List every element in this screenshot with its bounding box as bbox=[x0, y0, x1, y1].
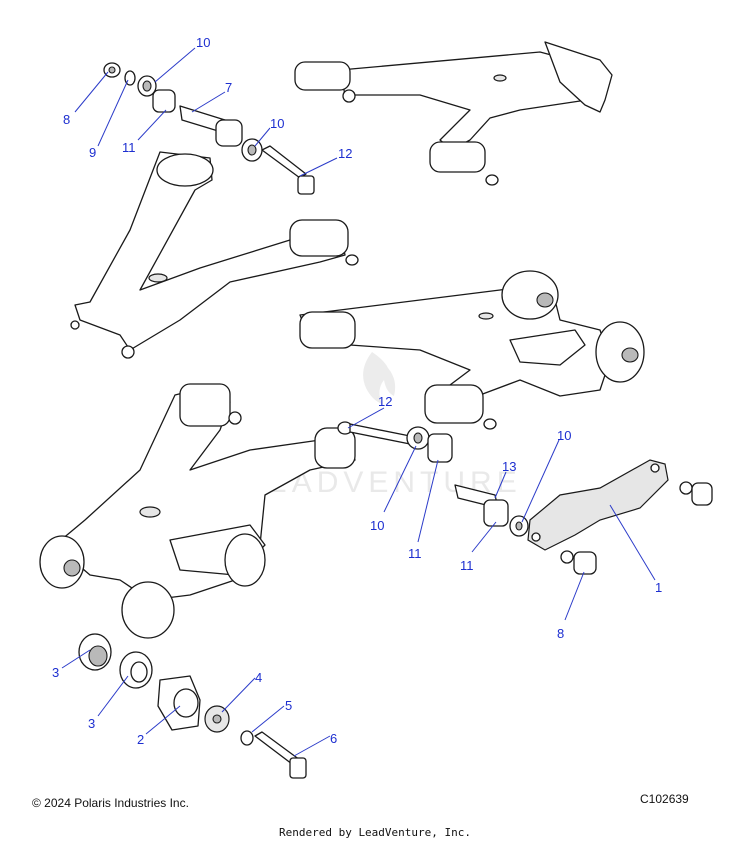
leader-lines bbox=[61, 47, 656, 757]
lower-a-arm-right[interactable] bbox=[299, 270, 645, 430]
callout-3: 3 bbox=[88, 716, 95, 731]
callout-10: 10 bbox=[370, 518, 384, 533]
upper-a-arm-top[interactable] bbox=[294, 41, 613, 186]
callout-3: 3 bbox=[52, 665, 59, 680]
mounting-plate[interactable] bbox=[527, 459, 669, 551]
hardware-bottom[interactable] bbox=[78, 633, 307, 779]
callout-2: 2 bbox=[137, 732, 144, 747]
callout-13: 13 bbox=[502, 459, 516, 474]
callout-7: 7 bbox=[225, 80, 232, 95]
hardware-right[interactable] bbox=[560, 481, 713, 575]
rendered-by-text: Rendered by LeadVenture, Inc. bbox=[278, 826, 472, 839]
lower-a-arm-left[interactable] bbox=[39, 383, 356, 639]
upper-a-arm-left[interactable] bbox=[70, 151, 359, 359]
copyright-text: © 2024 Polaris Industries Inc. bbox=[32, 796, 189, 810]
diagram-id: C102639 bbox=[640, 792, 689, 806]
callout-10: 10 bbox=[557, 428, 571, 443]
callout-11: 11 bbox=[460, 558, 474, 573]
callout-5: 5 bbox=[285, 698, 292, 713]
callout-4: 4 bbox=[255, 670, 262, 685]
callouts: 10 8 9 7 11 10 12 12 13 10 10 11 11 1 8 … bbox=[52, 35, 662, 747]
callout-1: 1 bbox=[655, 580, 662, 595]
callout-6: 6 bbox=[330, 731, 337, 746]
callout-8: 8 bbox=[557, 626, 564, 641]
callout-12: 12 bbox=[338, 146, 352, 161]
callout-11: 11 bbox=[408, 546, 422, 561]
callout-8: 8 bbox=[63, 112, 70, 127]
callout-10: 10 bbox=[196, 35, 210, 50]
callout-11: 11 bbox=[122, 140, 136, 155]
callout-10: 10 bbox=[270, 116, 284, 131]
callout-9: 9 bbox=[89, 145, 96, 160]
hardware-middle[interactable] bbox=[337, 421, 529, 537]
callout-12: 12 bbox=[378, 394, 392, 409]
